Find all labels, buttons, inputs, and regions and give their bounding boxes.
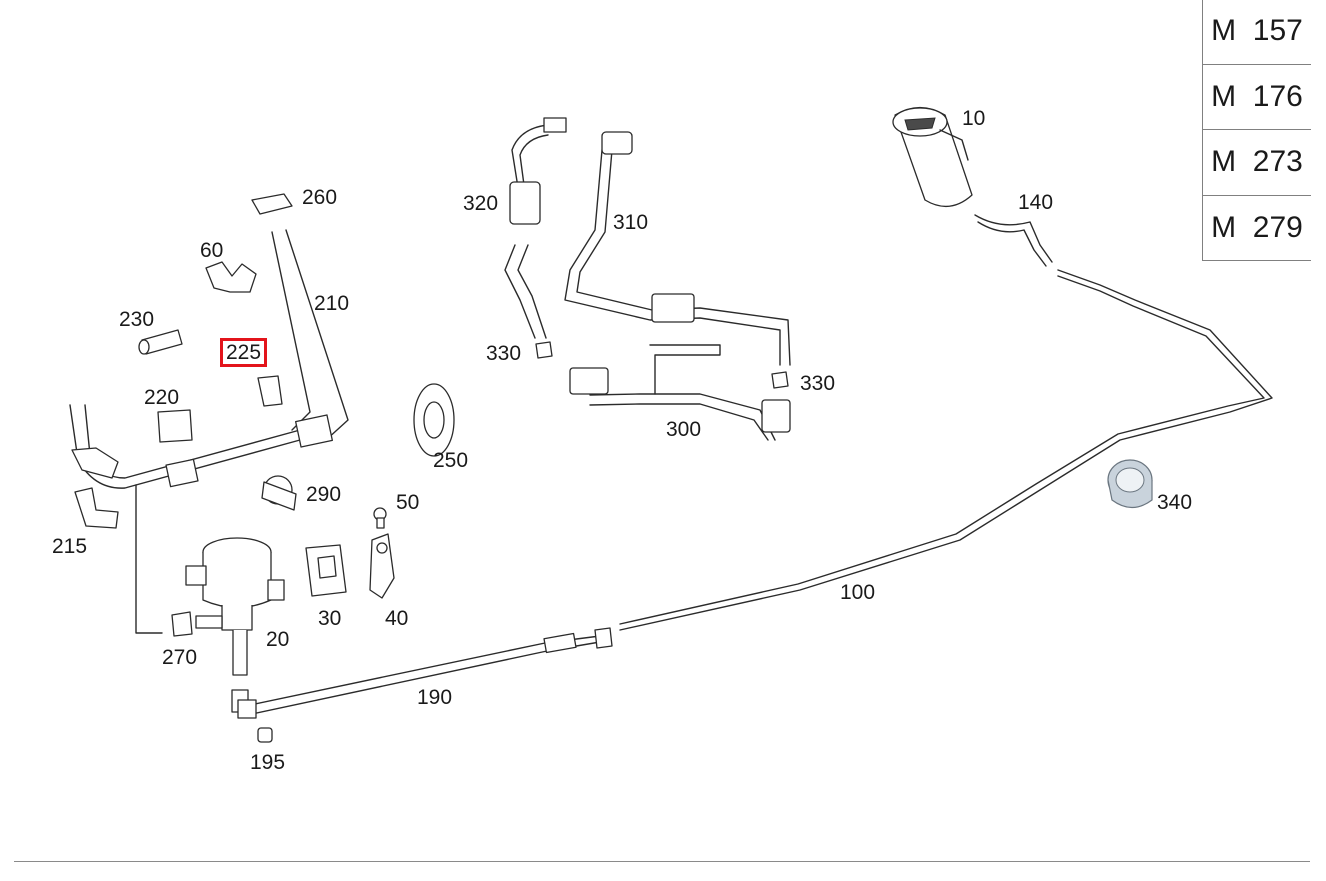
callout-195[interactable]: 195 — [250, 751, 286, 774]
part-215[interactable] — [74, 487, 119, 529]
callout-310[interactable]: 310 — [613, 211, 649, 234]
line-100[interactable] — [619, 269, 1273, 631]
part-50[interactable] — [373, 507, 387, 529]
callout-225[interactable]: 225 — [220, 338, 268, 367]
part-270[interactable] — [135, 484, 193, 637]
model-row[interactable]: M 273 — [1202, 130, 1311, 196]
callout-140[interactable]: 140 — [1018, 191, 1054, 214]
callout-190[interactable]: 190 — [417, 686, 453, 709]
callout-10[interactable]: 10 — [962, 107, 986, 130]
part-250[interactable] — [413, 383, 455, 457]
part-230[interactable] — [138, 329, 183, 355]
callout-20[interactable]: 20 — [266, 628, 290, 651]
callout-30[interactable]: 30 — [318, 607, 342, 630]
part-225[interactable] — [257, 375, 283, 407]
callout-100[interactable]: 100 — [840, 581, 876, 604]
part-300[interactable] — [569, 344, 791, 441]
part-60[interactable] — [205, 261, 257, 293]
callout-250[interactable]: 250 — [433, 449, 469, 472]
model-row[interactable]: M 176 — [1202, 64, 1311, 130]
callout-220[interactable]: 220 — [144, 386, 180, 409]
model-label: M 273 — [1211, 145, 1303, 179]
callout-270[interactable]: 270 — [162, 646, 198, 669]
part-140[interactable] — [974, 214, 1053, 267]
model-label: M 279 — [1211, 210, 1303, 244]
callout-210[interactable]: 210 — [314, 292, 350, 315]
part-330[interactable] — [535, 341, 789, 389]
callout-300[interactable]: 300 — [666, 418, 702, 441]
part-220[interactable] — [157, 409, 193, 443]
part-340[interactable] — [1107, 459, 1153, 509]
model-label: M 157 — [1211, 14, 1303, 48]
part-20[interactable] — [185, 537, 285, 676]
part-40[interactable] — [369, 533, 395, 599]
part-30[interactable] — [305, 544, 347, 597]
callout-40[interactable]: 40 — [385, 607, 409, 630]
part-hose-left[interactable] — [69, 404, 334, 489]
callout-50[interactable]: 50 — [396, 491, 420, 514]
part-290[interactable] — [261, 475, 297, 511]
model-row[interactable]: M 157 — [1202, 0, 1311, 65]
part-210[interactable] — [271, 229, 349, 441]
model-label: M 176 — [1211, 79, 1303, 113]
callout-60[interactable]: 60 — [200, 239, 224, 262]
callout-330-right[interactable]: 330 — [800, 372, 836, 395]
line-190[interactable] — [231, 627, 613, 743]
model-row[interactable]: M 279 — [1202, 195, 1311, 261]
callout-260[interactable]: 260 — [302, 186, 338, 209]
callout-340[interactable]: 340 — [1157, 491, 1193, 514]
part-310[interactable] — [564, 131, 791, 366]
callout-330-left[interactable]: 330 — [486, 342, 522, 365]
part-320[interactable] — [504, 117, 567, 339]
callout-290[interactable]: 290 — [306, 483, 342, 506]
bottom-divider — [14, 861, 1310, 862]
part-10[interactable] — [892, 106, 973, 207]
callout-215[interactable]: 215 — [52, 535, 88, 558]
part-260[interactable] — [251, 193, 293, 215]
model-table: M 157 M 176 M 273 M 279 — [1202, 0, 1311, 261]
callout-230[interactable]: 230 — [119, 308, 155, 331]
callout-320[interactable]: 320 — [463, 192, 499, 215]
